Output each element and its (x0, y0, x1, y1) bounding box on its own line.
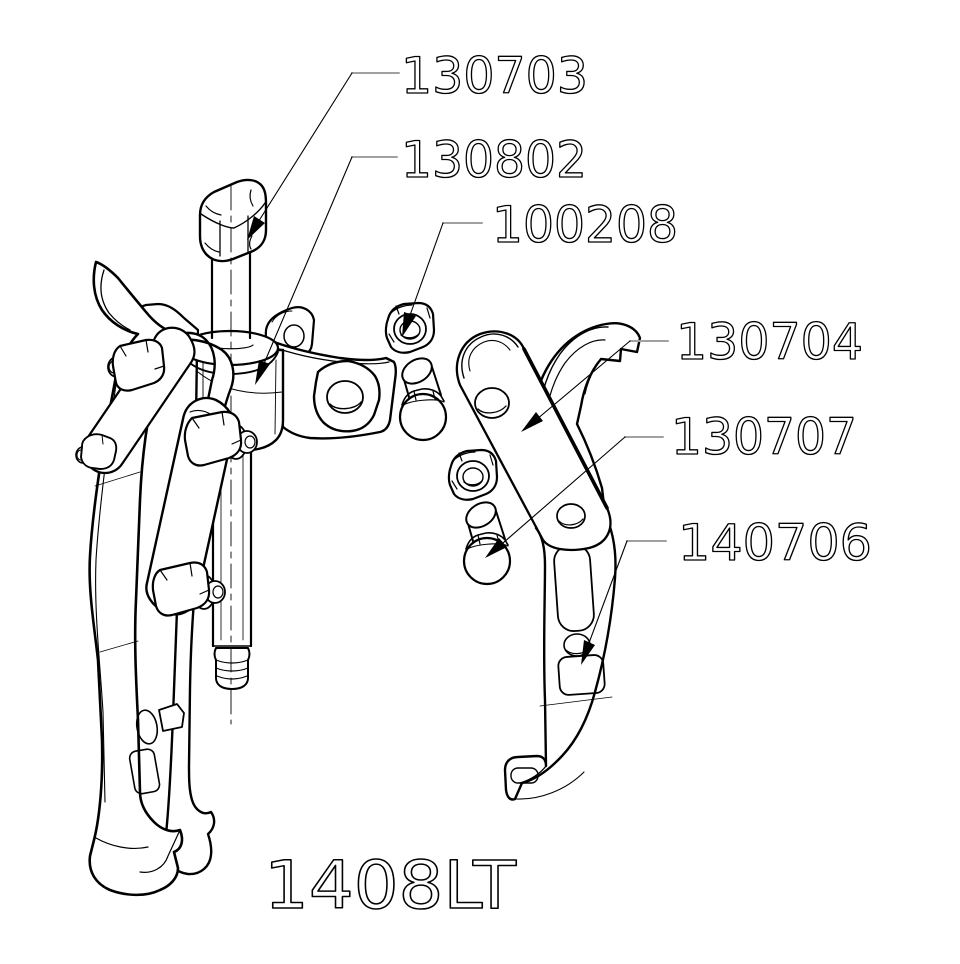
part-label-130802: 130802 (401, 131, 587, 189)
part-label-130703: 130703 (401, 47, 588, 105)
bolt-upper-left (107, 338, 166, 392)
yoke-right-arm-lug (312, 359, 381, 433)
hex-nut-lower (447, 448, 499, 501)
model-label: 1408LT (264, 847, 517, 924)
leader-arrowhead (402, 312, 416, 337)
part-label-140706: 140706 (678, 514, 872, 572)
leaders (247, 72, 669, 665)
leader-line (582, 540, 628, 660)
hex-nut-100208 (384, 301, 436, 354)
yoke-lug-hole (326, 380, 364, 414)
leader-140706 (581, 540, 667, 665)
strap-lamination-1 (461, 333, 519, 379)
bolt-lower-left (75, 433, 118, 470)
front-leg-oval-hole (135, 709, 159, 745)
part-label-130704: 130704 (676, 313, 863, 371)
jaw-leg-body (503, 510, 617, 801)
leader-130707 (485, 436, 664, 558)
leader-line (523, 340, 631, 431)
right-arm-strap (455, 330, 612, 552)
strap-hole-lower (556, 503, 586, 529)
drawing-root: 130703 130802 100208 130704 130707 14070… (75, 46, 873, 925)
yoke-rear-arm-hole (283, 324, 305, 348)
strap-heavy-edge (522, 347, 609, 510)
left-jaw-assembly (75, 260, 258, 897)
leader-line (256, 156, 353, 381)
yoke-crosshead (134, 302, 397, 452)
leader-line (487, 436, 626, 557)
bolt-lower-middle (151, 561, 226, 617)
leader-100208 (402, 222, 483, 337)
leader-arrowhead (581, 640, 595, 665)
leader-line (403, 222, 444, 333)
strap-lamination-2 (468, 339, 511, 372)
leader-arrowhead (247, 216, 265, 240)
part-label-100208: 100208 (492, 196, 678, 254)
screw-shaft-upper (210, 251, 252, 340)
leader-130703 (247, 72, 400, 240)
front-leg-square-hole (128, 748, 161, 795)
screw-tip (213, 647, 251, 690)
part-labels: 130703 130802 100208 130704 130707 14070… (263, 46, 872, 924)
leader-130802 (255, 156, 398, 385)
cap-bolt-upper (396, 352, 448, 442)
leader-arrowhead (521, 412, 543, 432)
cap-bolt-lower (460, 496, 512, 586)
rear-leg-tab (158, 703, 185, 732)
leader-arrowhead (255, 360, 270, 385)
foot-claw-notch (510, 767, 539, 784)
bolt-upper-right (183, 410, 258, 467)
front-leg-lamination (100, 269, 131, 331)
boss-contour-line (197, 371, 283, 394)
leader-line (249, 72, 353, 236)
part-label-130707: 130707 (671, 408, 857, 466)
leader-arrowhead (485, 538, 507, 558)
leader-130704 (521, 340, 669, 432)
leg-square-hole (557, 654, 606, 696)
strap-hole-upper (474, 387, 510, 419)
